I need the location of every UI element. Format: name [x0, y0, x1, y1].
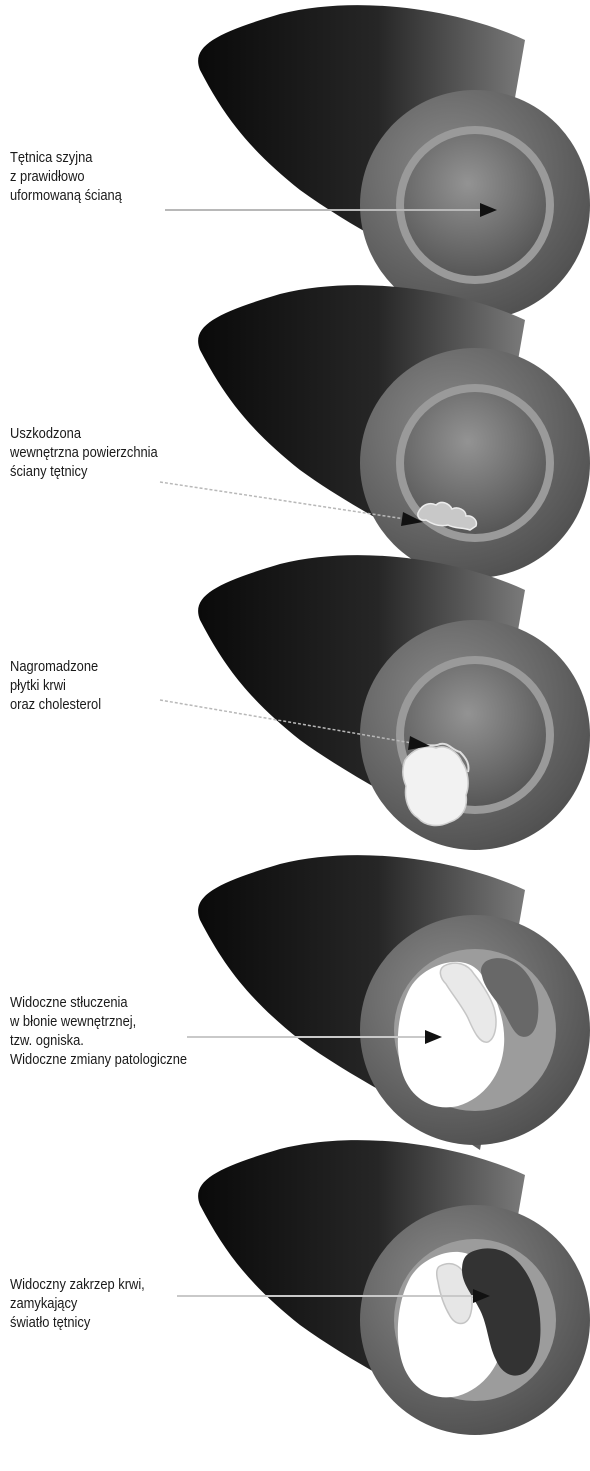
label-lesions: Widoczne stłuczenia w błonie wewnętrznej… [10, 993, 187, 1069]
label-line: w błonie wewnętrznej, [10, 1012, 187, 1031]
stage-plaque [160, 555, 590, 850]
label-line: Tętnica szyjna [10, 148, 122, 167]
label-normal-wall: Tętnica szyjna z prawidłowo uformowaną ś… [10, 148, 122, 205]
label-line: uformowaną ścianą [10, 186, 122, 205]
label-plaque-buildup: Nagromadzone płytki krwi oraz cholestero… [10, 657, 101, 714]
label-line: ściany tętnicy [10, 462, 158, 481]
stage-damaged [160, 285, 590, 580]
label-line: oraz cholesterol [10, 695, 101, 714]
label-blood-clot: Widoczny zakrzep krwi, zamykający światł… [10, 1275, 145, 1332]
label-line: z prawidłowo [10, 167, 122, 186]
artery-lumen [404, 134, 546, 276]
label-line: zamykający [10, 1294, 145, 1313]
label-line: Widoczny zakrzep krwi, [10, 1275, 145, 1294]
label-line: Widoczne zmiany patologiczne [10, 1050, 187, 1069]
stage-clot [177, 1140, 590, 1435]
label-line: Widoczne stłuczenia [10, 993, 187, 1012]
stage-normal [165, 5, 590, 320]
label-damaged-surface: Uszkodzona wewnętrzna powierzchnia ścian… [10, 424, 158, 481]
stage-lesions [187, 855, 590, 1150]
label-line: płytki krwi [10, 676, 101, 695]
label-line: Uszkodzona [10, 424, 158, 443]
plaque-deposit [403, 747, 468, 826]
label-line: Nagromadzone [10, 657, 101, 676]
label-line: wewnętrzna powierzchnia [10, 443, 158, 462]
label-line: tzw. ogniska. [10, 1031, 187, 1050]
label-line: światło tętnicy [10, 1313, 145, 1332]
